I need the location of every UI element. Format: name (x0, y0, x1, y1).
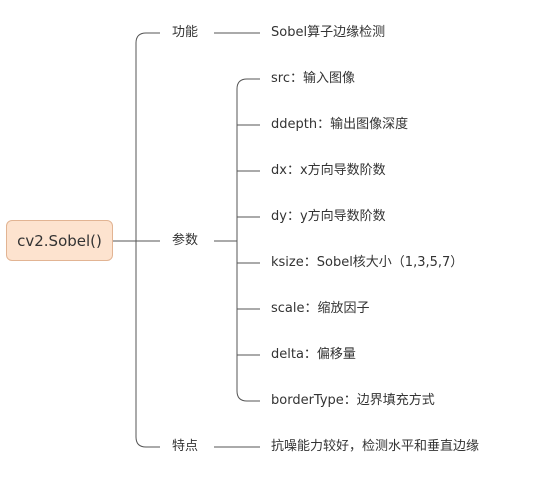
leaf-param-ddepth[interactable]: ddepth：输出图像深度 (271, 117, 409, 132)
leaf-param-dx[interactable]: dx：x方向导数阶数 (271, 163, 386, 178)
branch-function[interactable]: 功能 (172, 25, 199, 40)
branch-params[interactable]: 参数 (172, 233, 199, 248)
branch-feature[interactable]: 特点 (172, 439, 199, 454)
root-node[interactable]: cv2.Sobel() (6, 220, 113, 261)
root-label: cv2.Sobel() (17, 231, 102, 250)
leaf-param-bordertype[interactable]: borderType：边界填充方式 (271, 393, 435, 408)
connector-trunk (135, 32, 147, 448)
leaf-function-description[interactable]: Sobel算子边缘检测 (271, 25, 386, 40)
leaf-param-ksize[interactable]: ksize：Sobel核大小（1,3,5,7） (271, 255, 464, 270)
leaf-feature-description[interactable]: 抗噪能力较好，检测水平和垂直边缘 (271, 439, 480, 454)
leaf-param-dy[interactable]: dy：y方向导数阶数 (271, 209, 386, 224)
connector-params-trunk (236, 78, 248, 402)
leaf-param-src[interactable]: src：输入图像 (271, 71, 355, 86)
leaf-param-scale[interactable]: scale：缩放因子 (271, 301, 370, 316)
leaf-param-delta[interactable]: delta：偏移量 (271, 347, 356, 362)
